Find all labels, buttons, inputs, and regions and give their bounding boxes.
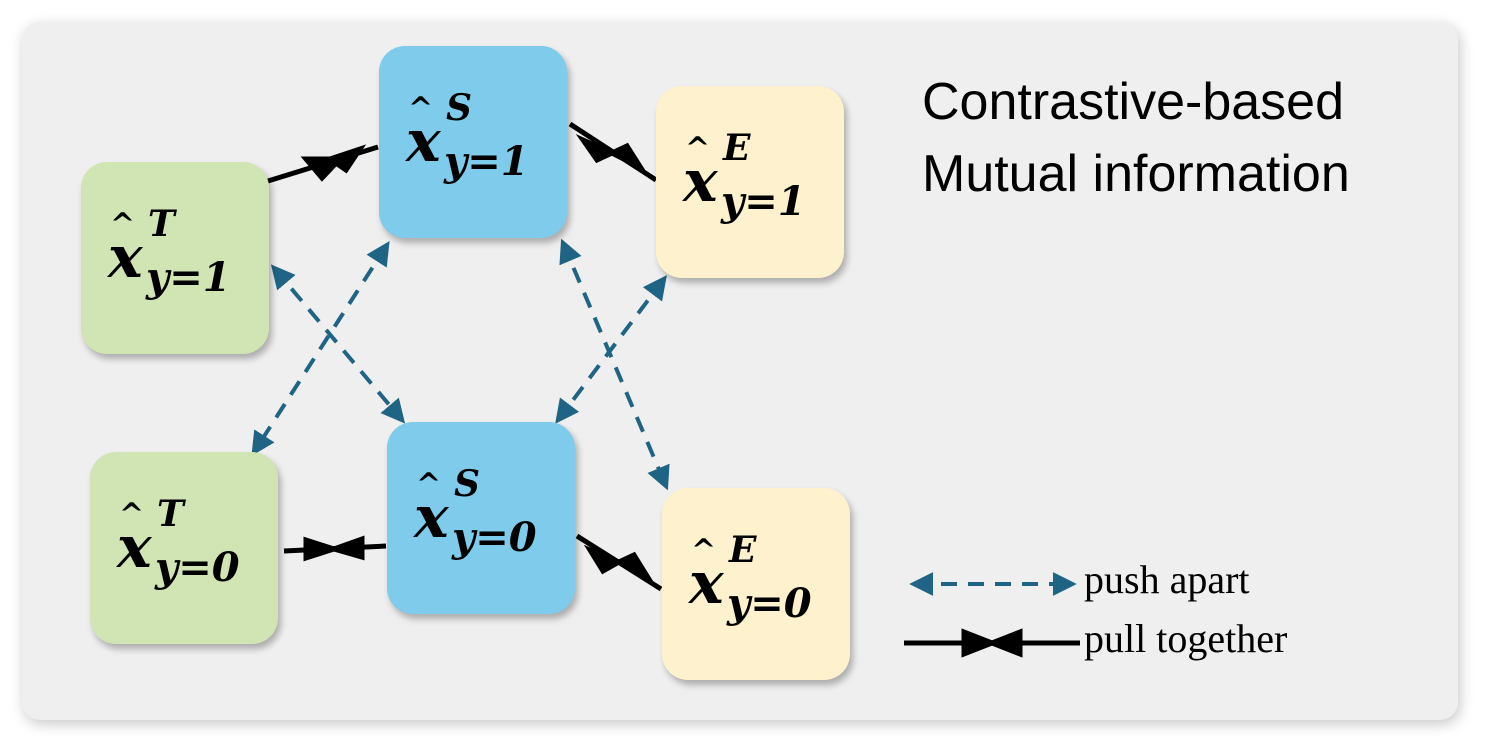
sub-t-y0: y=0	[155, 544, 240, 591]
legend-pull-label: pull together	[1084, 616, 1288, 661]
title-line-1: Contrastive-based	[922, 73, 1344, 131]
sub-t-y1: y=1	[146, 254, 231, 301]
sup-e-y0: E	[729, 529, 757, 571]
sub-e-y0: y=0	[727, 580, 812, 627]
var-t-y1: ^ x T y=1	[100, 206, 250, 306]
hat-s-y1: ^	[408, 91, 434, 126]
push-arrow-t1-s0	[270, 264, 406, 424]
title-line-2: Mutual information	[922, 145, 1350, 203]
legend-pull-symbol	[904, 628, 1080, 658]
push-arrow-e1-s0	[555, 275, 667, 424]
base-s-y0: x	[414, 483, 449, 551]
var-e-y1: ^ x E y=1	[675, 130, 825, 230]
var-t-y0: ^ x T y=0	[109, 496, 259, 596]
node-t-y0: ^ x T y=0	[90, 452, 278, 644]
hat-t-y0: ^	[119, 497, 145, 532]
pull-arrow-s1-e1	[568, 121, 658, 183]
push-apart-arrows	[251, 238, 670, 491]
pull-arrow-t1-s1	[267, 144, 379, 184]
node-e-y0: ^ x E y=0	[662, 488, 850, 680]
var-s-y1: ^ x S y=1	[398, 90, 548, 190]
pull-together-arrows	[267, 121, 663, 592]
node-t-y1: ^ x T y=1	[81, 162, 269, 354]
base-s-y1: x	[406, 107, 441, 175]
hat-e-y1: ^	[685, 131, 711, 166]
node-e-y1: ^ x E y=1	[656, 86, 844, 278]
sup-s-y1: S	[446, 87, 472, 129]
hat-e-y0: ^	[691, 533, 717, 568]
push-arrow-s1-t0	[251, 240, 390, 457]
sub-e-y1: y=1	[721, 178, 806, 225]
base-t-y1: x	[108, 223, 143, 291]
sub-s-y1: y=1	[444, 138, 529, 185]
base-t-y0: x	[117, 513, 152, 581]
hat-s-y0: ^	[416, 467, 442, 502]
node-s-y0: ^ x S y=0	[387, 422, 575, 614]
base-e-y1: x	[683, 147, 718, 215]
diagram-title: Contrastive-based Mutual information	[922, 66, 1442, 210]
pull-arrow-s0-e0	[575, 533, 663, 592]
sup-t-y0: T	[157, 493, 184, 535]
legend-push-label: push apart	[1084, 557, 1250, 602]
sup-e-y1: E	[723, 127, 751, 169]
node-s-y1: ^ x S y=1	[379, 46, 567, 238]
var-e-y0: ^ x E y=0	[681, 532, 831, 632]
pull-arrow-t0-s0	[283, 535, 387, 562]
var-s-y0: ^ x S y=0	[406, 466, 556, 566]
base-e-y0: x	[689, 549, 724, 617]
sub-s-y0: y=0	[452, 514, 537, 561]
sup-t-y1: T	[148, 203, 175, 245]
hat-t-y1: ^	[110, 207, 136, 242]
push-arrow-s1-e0	[559, 238, 670, 491]
sup-s-y0: S	[454, 463, 480, 505]
